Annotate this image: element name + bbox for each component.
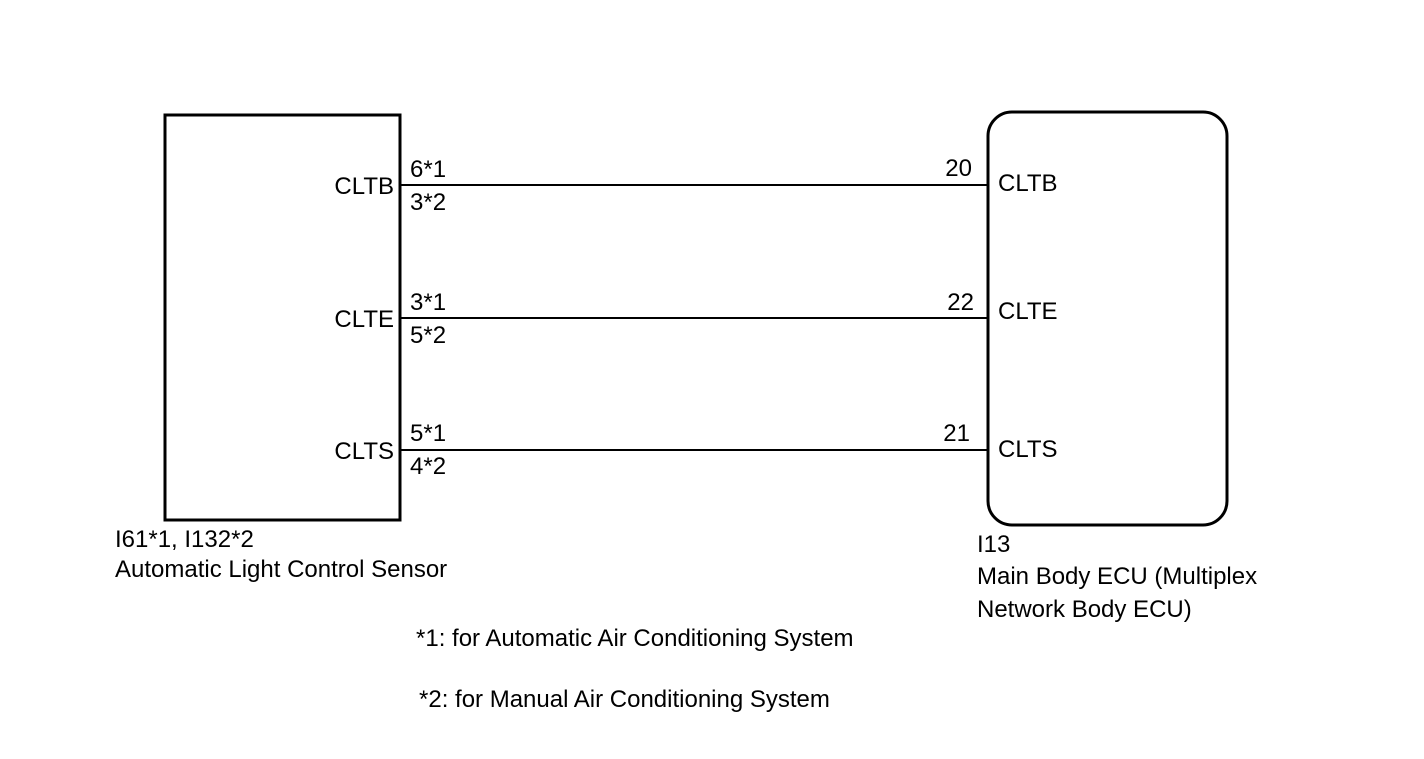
ecu-pin-cltb: 20 xyxy=(945,155,972,182)
sensor-pin-cltb-a: 6*1 xyxy=(410,156,446,183)
sensor-pin-clts-a: 5*1 xyxy=(410,420,446,447)
sensor-terminal-clte: CLTE xyxy=(334,306,394,333)
note-2: *2: for Manual Air Conditioning System xyxy=(419,686,830,713)
ecu-name-line2: Network Body ECU) xyxy=(977,596,1192,623)
ecu-terminal-clts: CLTS xyxy=(998,436,1058,463)
sensor-terminal-cltb: CLTB xyxy=(334,173,394,200)
ecu-connector-id: I13 xyxy=(977,531,1010,558)
ecu-name-line1: Main Body ECU (Multiplex xyxy=(977,563,1257,590)
sensor-pin-clts-b: 4*2 xyxy=(410,453,446,480)
ecu-terminal-clte: CLTE xyxy=(998,298,1058,325)
ecu-pin-clte: 22 xyxy=(947,289,974,316)
sensor-terminal-clts: CLTS xyxy=(334,438,394,465)
sensor-connector-id: I61*1, I132*2 xyxy=(115,526,254,553)
ecu-pin-clts: 21 xyxy=(943,420,970,447)
sensor-pin-cltb-b: 3*2 xyxy=(410,189,446,216)
ecu-terminal-cltb: CLTB xyxy=(998,170,1058,197)
sensor-pin-clte-b: 5*2 xyxy=(410,322,446,349)
note-1: *1: for Automatic Air Conditioning Syste… xyxy=(416,625,854,652)
sensor-name: Automatic Light Control Sensor xyxy=(115,556,447,583)
sensor-pin-clte-a: 3*1 xyxy=(410,289,446,316)
